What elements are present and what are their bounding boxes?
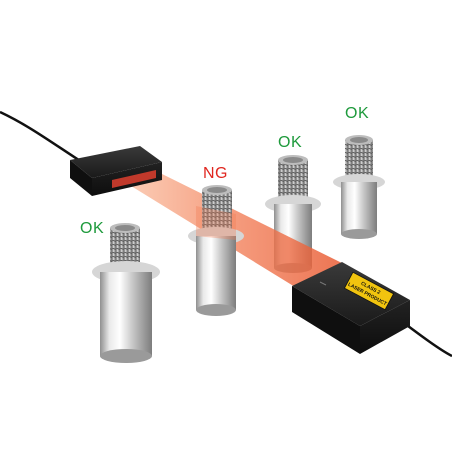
laser-receiver: CLASS 2 LASER PRODUCT: [292, 262, 410, 354]
laser-emitter: [70, 146, 162, 196]
bolt-post-1: [92, 223, 160, 363]
status-label-ok-4: OK: [345, 105, 370, 122]
emitter-cable: [0, 110, 89, 168]
status-label-ok-1: OK: [80, 220, 105, 237]
laser-beam-front: [196, 206, 236, 240]
status-label-ok-3: OK: [278, 134, 303, 151]
bolt-post-2: [188, 185, 244, 316]
bolt-post-4: [333, 135, 385, 239]
emitter-window: [112, 170, 156, 188]
status-label-ng-2: NG: [203, 165, 228, 182]
